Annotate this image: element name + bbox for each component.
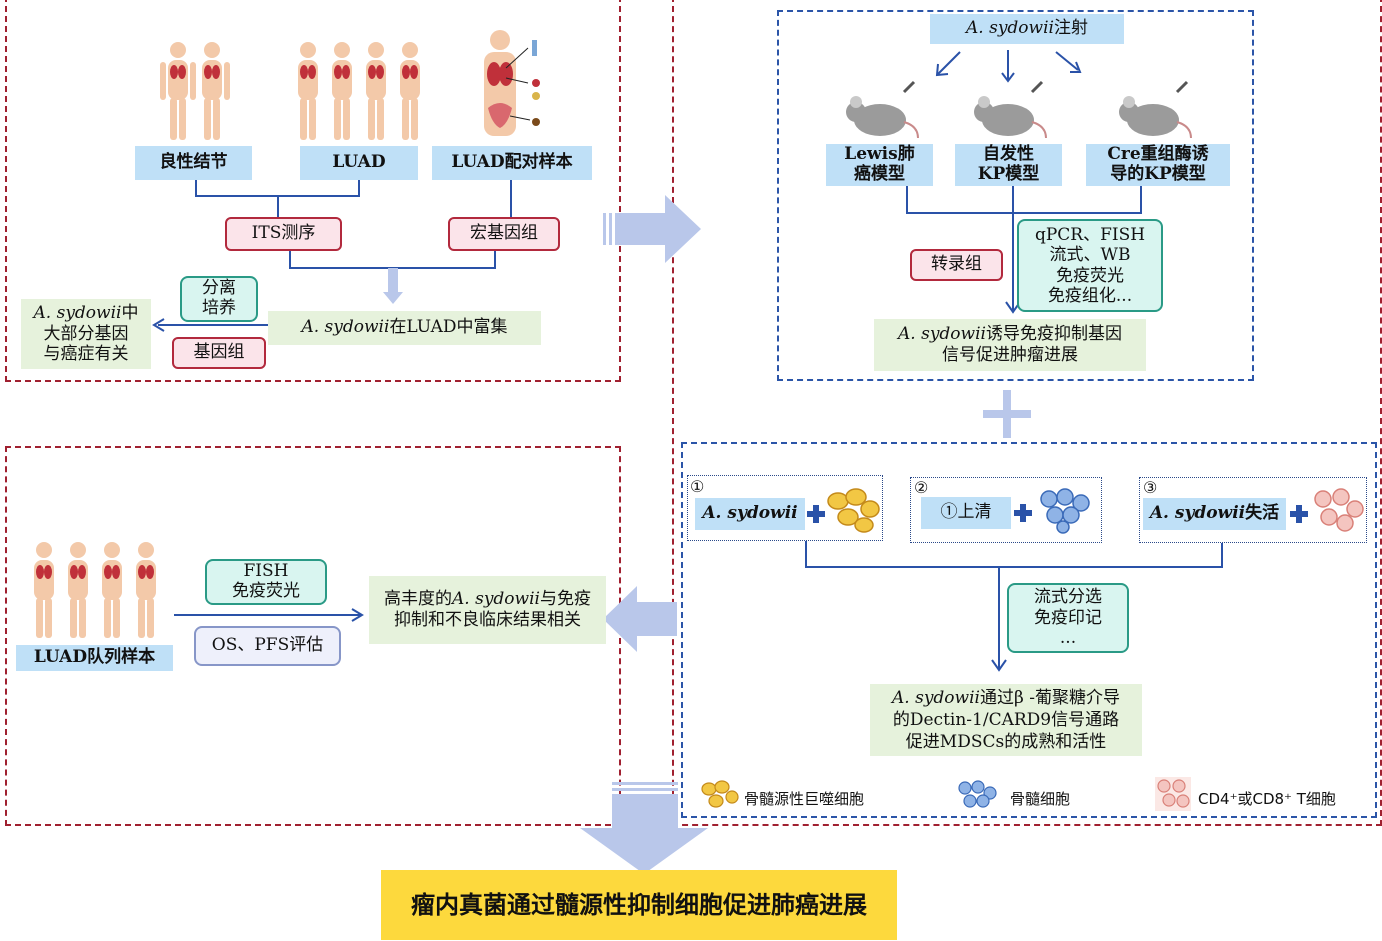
connector <box>289 251 291 268</box>
isolation-culture: 分离 培养 <box>180 276 258 322</box>
species-name: A. sydowii <box>301 317 390 338</box>
os-pfs-evaluation: OS、PFS评估 <box>194 626 341 666</box>
injection-arrows <box>935 50 1082 83</box>
human-body-icons-benign <box>160 42 230 140</box>
label-benign-nodule: 良性结节 <box>135 146 252 180</box>
plus-icon <box>1290 505 1308 523</box>
connector <box>906 212 1142 214</box>
conclusion-banner: 瘤内真菌通过髓源性抑制细胞促进肺癌进展 <box>381 870 897 940</box>
inactivated-text: 失活 <box>1245 503 1280 524</box>
legend-macrophage-label: 骨髓源性巨噬细胞 <box>744 790 865 808</box>
mechanism-methods: 流式分选 免疫印记 ... <box>1007 583 1129 653</box>
injection-label: A. sydowii注射 <box>930 14 1124 44</box>
species-name: A. sydowii <box>892 687 980 708</box>
t-cells-icon <box>1314 488 1364 532</box>
species-name: A. sydowii <box>898 323 986 344</box>
plus-icon <box>1014 504 1032 522</box>
species-name: A. sydowii <box>966 18 1054 39</box>
right-arrow <box>174 608 364 622</box>
group-number-1: ① <box>690 477 705 496</box>
species-name: A. sydowii <box>33 303 122 324</box>
label-luad: LUAD <box>300 146 418 180</box>
mouse-icon-3 <box>1119 80 1192 139</box>
genome-result: A. sydowii中 大部分基因 与癌症有关 <box>21 299 151 369</box>
experimental-methods: qPCR、FISH 流式、WB 免疫荧光 免疫组化... <box>1017 219 1163 312</box>
its-sequencing: ITS测序 <box>225 217 342 251</box>
mouse-model-result-text: 诱导免疫抑制基因 信号促进肿瘤进展 <box>942 323 1122 365</box>
model-spontaneous-kp: 自发性 KP模型 <box>955 144 1062 186</box>
model-cre-kp: Cre重组酶诱 导的KP模型 <box>1086 144 1230 186</box>
macrophage-cells-icon <box>827 488 880 533</box>
legend-t-cells-icon <box>1155 777 1191 811</box>
connector <box>195 180 197 196</box>
experiment-group-2 <box>910 477 1102 543</box>
group2-label: ①上清 <box>921 497 1011 529</box>
metagenome: 宏基因组 <box>448 217 560 251</box>
mouse-model-result: A. sydowii诱导免疫抑制基因 信号促进肿瘤进展 <box>874 319 1146 371</box>
cohort-samples-label: LUAD队列样本 <box>16 645 173 671</box>
panel-mechanism-frame <box>681 442 1377 818</box>
transcriptome: 转录组 <box>910 249 1003 281</box>
connector <box>805 566 1223 568</box>
mouse-icon-2 <box>974 80 1047 139</box>
panel-cohort-frame <box>5 446 621 826</box>
down-block-arrow <box>580 782 708 874</box>
injection-text: 注射 <box>1053 18 1088 39</box>
experiment-group-1 <box>687 475 883 541</box>
bone-marrow-cells-icon <box>1040 488 1090 534</box>
connector <box>1221 543 1223 567</box>
right-block-arrow <box>603 195 701 263</box>
fish-immunofluorescence: FISH 免疫荧光 <box>205 559 327 605</box>
enrichment-result: A. sydowii在LUAD中富集 <box>268 311 541 345</box>
panel-mouse-models-frame <box>777 10 1254 381</box>
connector <box>358 180 360 196</box>
group-number-2: ② <box>914 478 929 497</box>
legend-t-cells-label: CD4⁺或CD8⁺ T细胞 <box>1198 790 1336 808</box>
connector <box>277 195 279 217</box>
human-anatomy-icon <box>484 30 540 136</box>
label-luad-paired: LUAD配对样本 <box>432 146 592 180</box>
connector <box>510 180 512 218</box>
enrichment-text: 在LUAD中富集 <box>389 317 508 338</box>
species-name: A. sydowii <box>1149 503 1246 524</box>
model-lewis: Lewis肺 癌模型 <box>826 144 933 186</box>
connector <box>494 251 496 268</box>
panel-mouse-outer-frame <box>672 0 1382 826</box>
species-name: A. sydowii <box>702 503 798 524</box>
mechanism-result-text: 通过β -葡聚糖介导 的Dectin-1/CARD9信号通路 促进MDSCs的成… <box>892 687 1120 753</box>
genome-result-text: 中 大部分基因 与癌症有关 <box>43 303 139 365</box>
human-body-icons-cohort <box>34 542 156 638</box>
down-arrow-head <box>991 659 1007 672</box>
connector <box>805 541 807 567</box>
legend-bone-marrow-label: 骨髓细胞 <box>1010 790 1071 808</box>
left-block-arrow <box>603 586 677 652</box>
connector <box>1140 186 1142 213</box>
cohort-result: 高丰度的A. sydowii与免疫抑制和不良临床结果相关 <box>369 576 606 644</box>
species-name: A. sydowii <box>452 588 540 609</box>
human-body-icons-luad <box>298 42 420 140</box>
connector <box>906 186 908 213</box>
legend-bone-marrow-icon <box>958 780 997 808</box>
mouse-icon-1 <box>846 80 919 139</box>
left-arrow <box>152 318 268 332</box>
experiment-group-3 <box>1139 477 1367 543</box>
panel-human-samples-frame <box>5 0 621 382</box>
down-arrow <box>383 268 403 304</box>
group1-label: A. sydowii <box>695 498 805 530</box>
mechanism-result: A. sydowii通过β -葡聚糖介导 的Dectin-1/CARD9信号通路… <box>870 684 1142 756</box>
cohort-result-text: 与免疫抑制和不良临床结果相关 <box>394 588 591 630</box>
legend-macrophage-icon <box>701 780 739 808</box>
group-number-3: ③ <box>1143 478 1158 497</box>
cohort-result-prefix: 高丰度的 <box>384 588 453 609</box>
genome: 基因组 <box>172 337 266 369</box>
plus-symbol <box>983 390 1031 438</box>
connector <box>998 566 1000 670</box>
group3-label: A. sydowii失活 <box>1143 498 1286 530</box>
connector <box>1012 186 1014 310</box>
plus-icon <box>807 505 825 523</box>
